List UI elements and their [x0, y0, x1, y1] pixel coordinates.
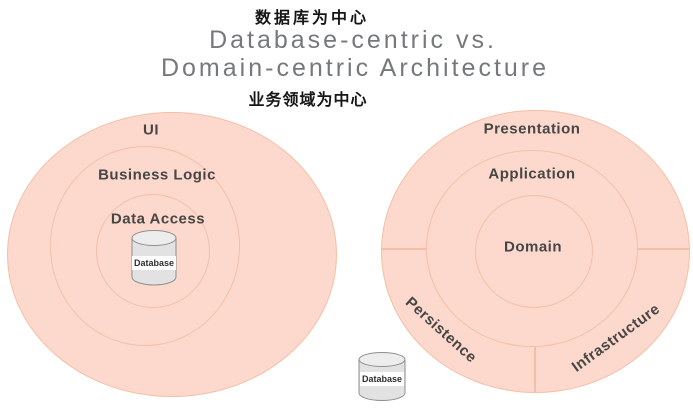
- application-label: Application: [488, 165, 576, 183]
- domain-label: Domain: [503, 238, 563, 256]
- title-line2: Domain-centric Architecture: [160, 54, 550, 82]
- business-logic-label: Business Logic: [98, 166, 216, 184]
- segment-divider-left: [381, 248, 427, 250]
- database-label: Database: [359, 372, 405, 386]
- database-centric-cn-label: 数据库为中心: [254, 10, 370, 27]
- ui-label: UI: [143, 121, 159, 139]
- ring-domain: [475, 195, 593, 308]
- segment-divider-bottom: [534, 346, 536, 392]
- database-label: Database: [131, 256, 177, 270]
- segment-divider-right: [637, 248, 689, 250]
- presentation-label: Presentation: [483, 120, 581, 138]
- title-line1: Database-centric vs.: [209, 26, 497, 54]
- data-access-label: Data Access: [110, 210, 206, 228]
- domain-centric-cn-label: 业务领域为中心: [248, 92, 368, 109]
